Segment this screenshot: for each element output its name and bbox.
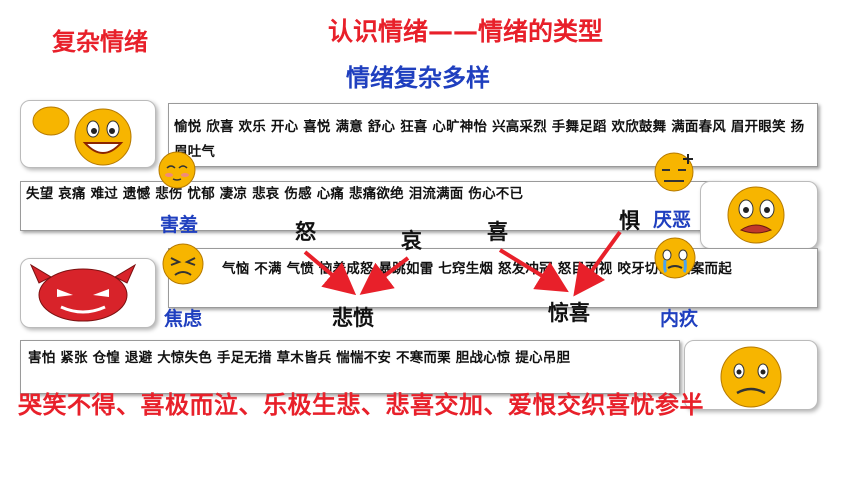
shy-face-icon [158,151,196,189]
sad-face-icon [720,346,782,408]
result-grief-anger: 悲愤 [332,306,374,330]
category-fear: 惧 [619,209,640,233]
mixed-emotions-sentence: 哭笑不得、喜极而泣、乐极生悲、悲喜交加、爱恨交织喜忧参半 [18,391,704,419]
category-anger: 怒 [295,220,316,244]
worried-emoji-card [684,340,818,410]
fear-words-box [20,340,680,394]
fear-words: 害怕 紧张 仓惶 退避 大惊失色 手足无措 草木皆兵 惴惴不安 不寒而栗 胆战心… [28,350,571,366]
arrow-fear-to-surprise [573,230,622,297]
disgust-face-icon [654,152,694,192]
devil-face-icon [29,263,137,322]
category-sorrow: 哀 [401,229,422,253]
happy-emoji-card [20,100,156,168]
joy-words: 愉悦 欣喜 欢乐 开心 喜悦 满意 舒心 狂喜 心旷神怡 兴高采烈 手舞足蹈 欢… [174,119,805,160]
corner-title: 复杂情绪 [52,28,148,56]
result-surprise-joy: 惊喜 [548,301,590,325]
disgust-label: 厌恶 [653,209,692,231]
arrow-anger-to-grief [303,250,357,296]
angry-emoji-card [20,258,156,328]
arrow-joy-to-surprise [498,248,569,293]
sad-words-box [20,181,718,231]
anxious-label: 焦虑 [164,308,203,330]
happy-face-icon [32,106,132,166]
joy-words-box [168,103,818,167]
main-title: 认识情绪——情绪的类型 [328,17,604,46]
shy-label: 害羞 [160,214,199,236]
arrow-sorrow-to-grief [359,256,410,295]
category-joy: 喜 [487,220,508,244]
subtitle: 情绪复杂多样 [346,64,490,92]
scared-face-icon [727,186,785,244]
sad-words: 失望 哀痛 难过 遗憾 悲伤 忧郁 凄凉 悲哀 伤感 心痛 悲痛欲绝 泪流满面 … [26,186,524,202]
anxious-face-icon [162,243,204,285]
disgust-emoji-card [700,181,818,249]
guilt-label: 内疚 [660,308,699,330]
guilt-face-icon [654,237,696,279]
